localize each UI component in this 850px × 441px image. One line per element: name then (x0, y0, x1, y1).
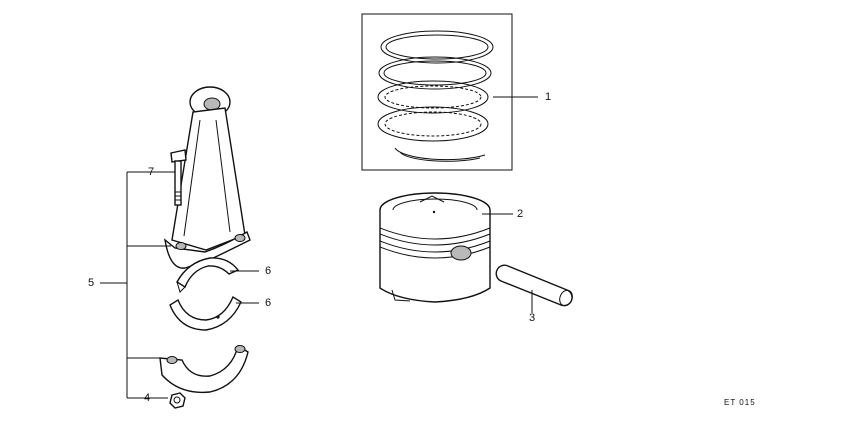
rod-bolt (170, 149, 187, 206)
connecting-rod (164, 86, 251, 269)
callout-6-lower: 6 (265, 297, 272, 309)
callout-5: 5 (88, 277, 95, 289)
oil-ring (377, 80, 489, 114)
top-ring (380, 30, 494, 64)
bearing-shell-lower (169, 295, 242, 331)
oil-ring-expander (377, 106, 489, 142)
callout-3: 3 (529, 312, 536, 324)
cap-nut (169, 392, 186, 409)
second-ring (378, 56, 492, 90)
diagram-code: ET 015 (724, 398, 756, 407)
callout-4: 4 (144, 392, 151, 404)
callout-6-upper: 6 (265, 265, 272, 277)
rod-cap (159, 344, 249, 394)
callout-7: 7 (148, 166, 155, 178)
piston-ring-set (361, 13, 538, 171)
callout-2: 2 (517, 208, 524, 220)
ring-set-frame (361, 13, 513, 171)
bearing-shell-upper (176, 257, 240, 293)
side-rail (394, 147, 486, 162)
piston-pin (495, 264, 573, 313)
piston (379, 192, 513, 303)
callout-1: 1 (545, 91, 552, 103)
